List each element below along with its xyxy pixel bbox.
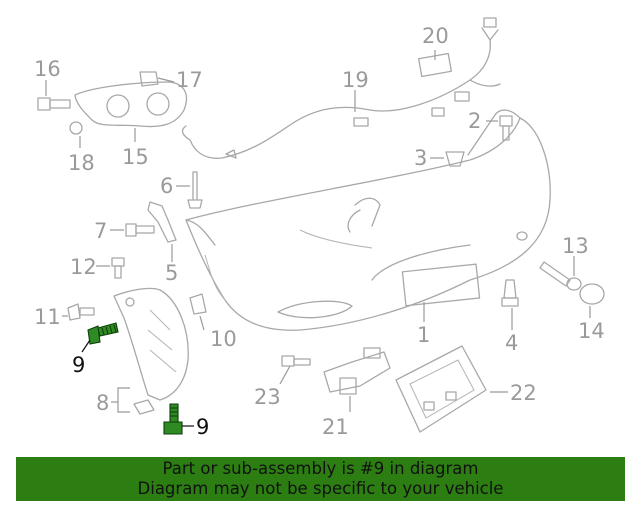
callout-17: 17 (176, 68, 203, 92)
grommet-3 (445, 151, 465, 167)
callout-3: 3 (414, 146, 427, 170)
info-banner: Part or sub-assembly is #9 in diagram Di… (16, 457, 625, 501)
bolt-16 (37, 97, 71, 111)
bolt-4 (501, 279, 519, 307)
label-part (418, 52, 452, 78)
bumper-cover (185, 109, 551, 331)
callout-8: 8 (96, 391, 109, 415)
callout-11: 11 (34, 305, 61, 329)
stud-6 (187, 171, 203, 209)
callout-21: 21 (322, 415, 349, 439)
callout-23: 23 (254, 385, 281, 409)
clip-10 (189, 293, 207, 315)
callout-9-upper: 9 (72, 353, 85, 377)
highlighted-bolt-9b (163, 403, 183, 435)
callout-6: 6 (160, 174, 173, 198)
bolt-2 (499, 115, 513, 141)
parts-diagram: 16 17 15 18 19 20 2 3 6 7 5 12 11 10 1 4… (34, 17, 605, 439)
banner-line-1: Part or sub-assembly is #9 in diagram (162, 459, 479, 478)
callout-13: 13 (562, 234, 589, 258)
nut-18 (69, 121, 83, 135)
callout-1: 1 (417, 323, 430, 347)
callout-9-lower: 9 (196, 415, 209, 439)
callout-5: 5 (165, 261, 178, 285)
reflector-housing (74, 81, 188, 128)
cover-14 (579, 283, 605, 305)
screw-12 (111, 257, 125, 279)
callout-22: 22 (510, 381, 537, 405)
banner-line-2: Diagram may not be specific to your vehi… (137, 479, 504, 498)
sensor-21 (323, 347, 391, 395)
callout-10: 10 (210, 327, 237, 351)
callout-2: 2 (468, 109, 481, 133)
bracket-5 (147, 201, 177, 243)
callout-20: 20 (422, 24, 449, 48)
wiring-harness (181, 17, 501, 159)
clip-part (139, 71, 159, 87)
bolt-7 (125, 223, 155, 237)
callout-16: 16 (34, 57, 61, 81)
highlighted-bolt-9a (87, 322, 119, 345)
callout-12: 12 (70, 255, 97, 279)
module-22 (395, 345, 487, 433)
bolt-11 (67, 303, 95, 321)
callout-18: 18 (68, 151, 95, 175)
callout-14: 14 (578, 319, 605, 343)
bolt-23 (281, 355, 311, 367)
callout-numbers: 16 17 15 18 19 20 2 3 6 7 5 12 11 10 1 4… (34, 24, 605, 439)
side-bracket-8 (113, 287, 189, 415)
callout-lines (45, 50, 591, 427)
callout-4: 4 (505, 331, 518, 355)
callout-19: 19 (342, 68, 369, 92)
callout-7: 7 (94, 219, 107, 243)
tow-hook-13 (539, 261, 582, 291)
callout-15: 15 (122, 145, 149, 169)
